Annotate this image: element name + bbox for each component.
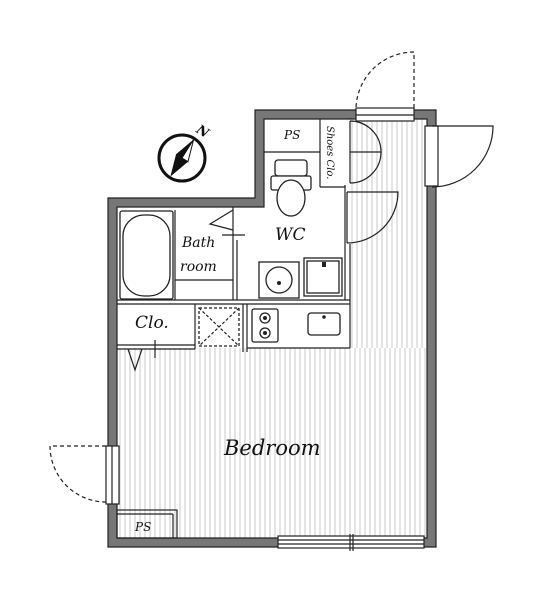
bathroom-label-line1: Bath [181, 235, 215, 251]
closet-door [127, 340, 156, 372]
ps-top-label: PS [283, 128, 300, 142]
washer-space [198, 307, 240, 347]
bedroom-floor-pattern [119, 348, 426, 538]
corridor-floor-pattern [351, 118, 428, 348]
ps-bottom-label: PS [134, 520, 151, 534]
stove [251, 308, 279, 343]
wash-basin [258, 261, 300, 299]
shoes-closet-label: Shoes Clo. [324, 126, 335, 179]
wc-door [346, 191, 399, 244]
closet-label: Clo. [135, 313, 169, 333]
bathroom-label-line2: room [180, 259, 217, 275]
bedroom-label: Bedroom [223, 436, 321, 460]
left-window [49, 445, 120, 505]
bottom-window [277, 534, 425, 551]
refrigerator [303, 257, 343, 297]
top-window [355, 51, 415, 122]
bathtub [119, 210, 174, 300]
shoes-closet-doors [349, 120, 382, 184]
entrance-door [424, 125, 494, 188]
kitchen-sink [307, 312, 341, 336]
wc-label: WC [275, 225, 305, 245]
compass: N [157, 122, 212, 183]
interior-walls [116, 118, 351, 539]
bathroom-door [208, 209, 245, 236]
toilet [270, 159, 312, 217]
